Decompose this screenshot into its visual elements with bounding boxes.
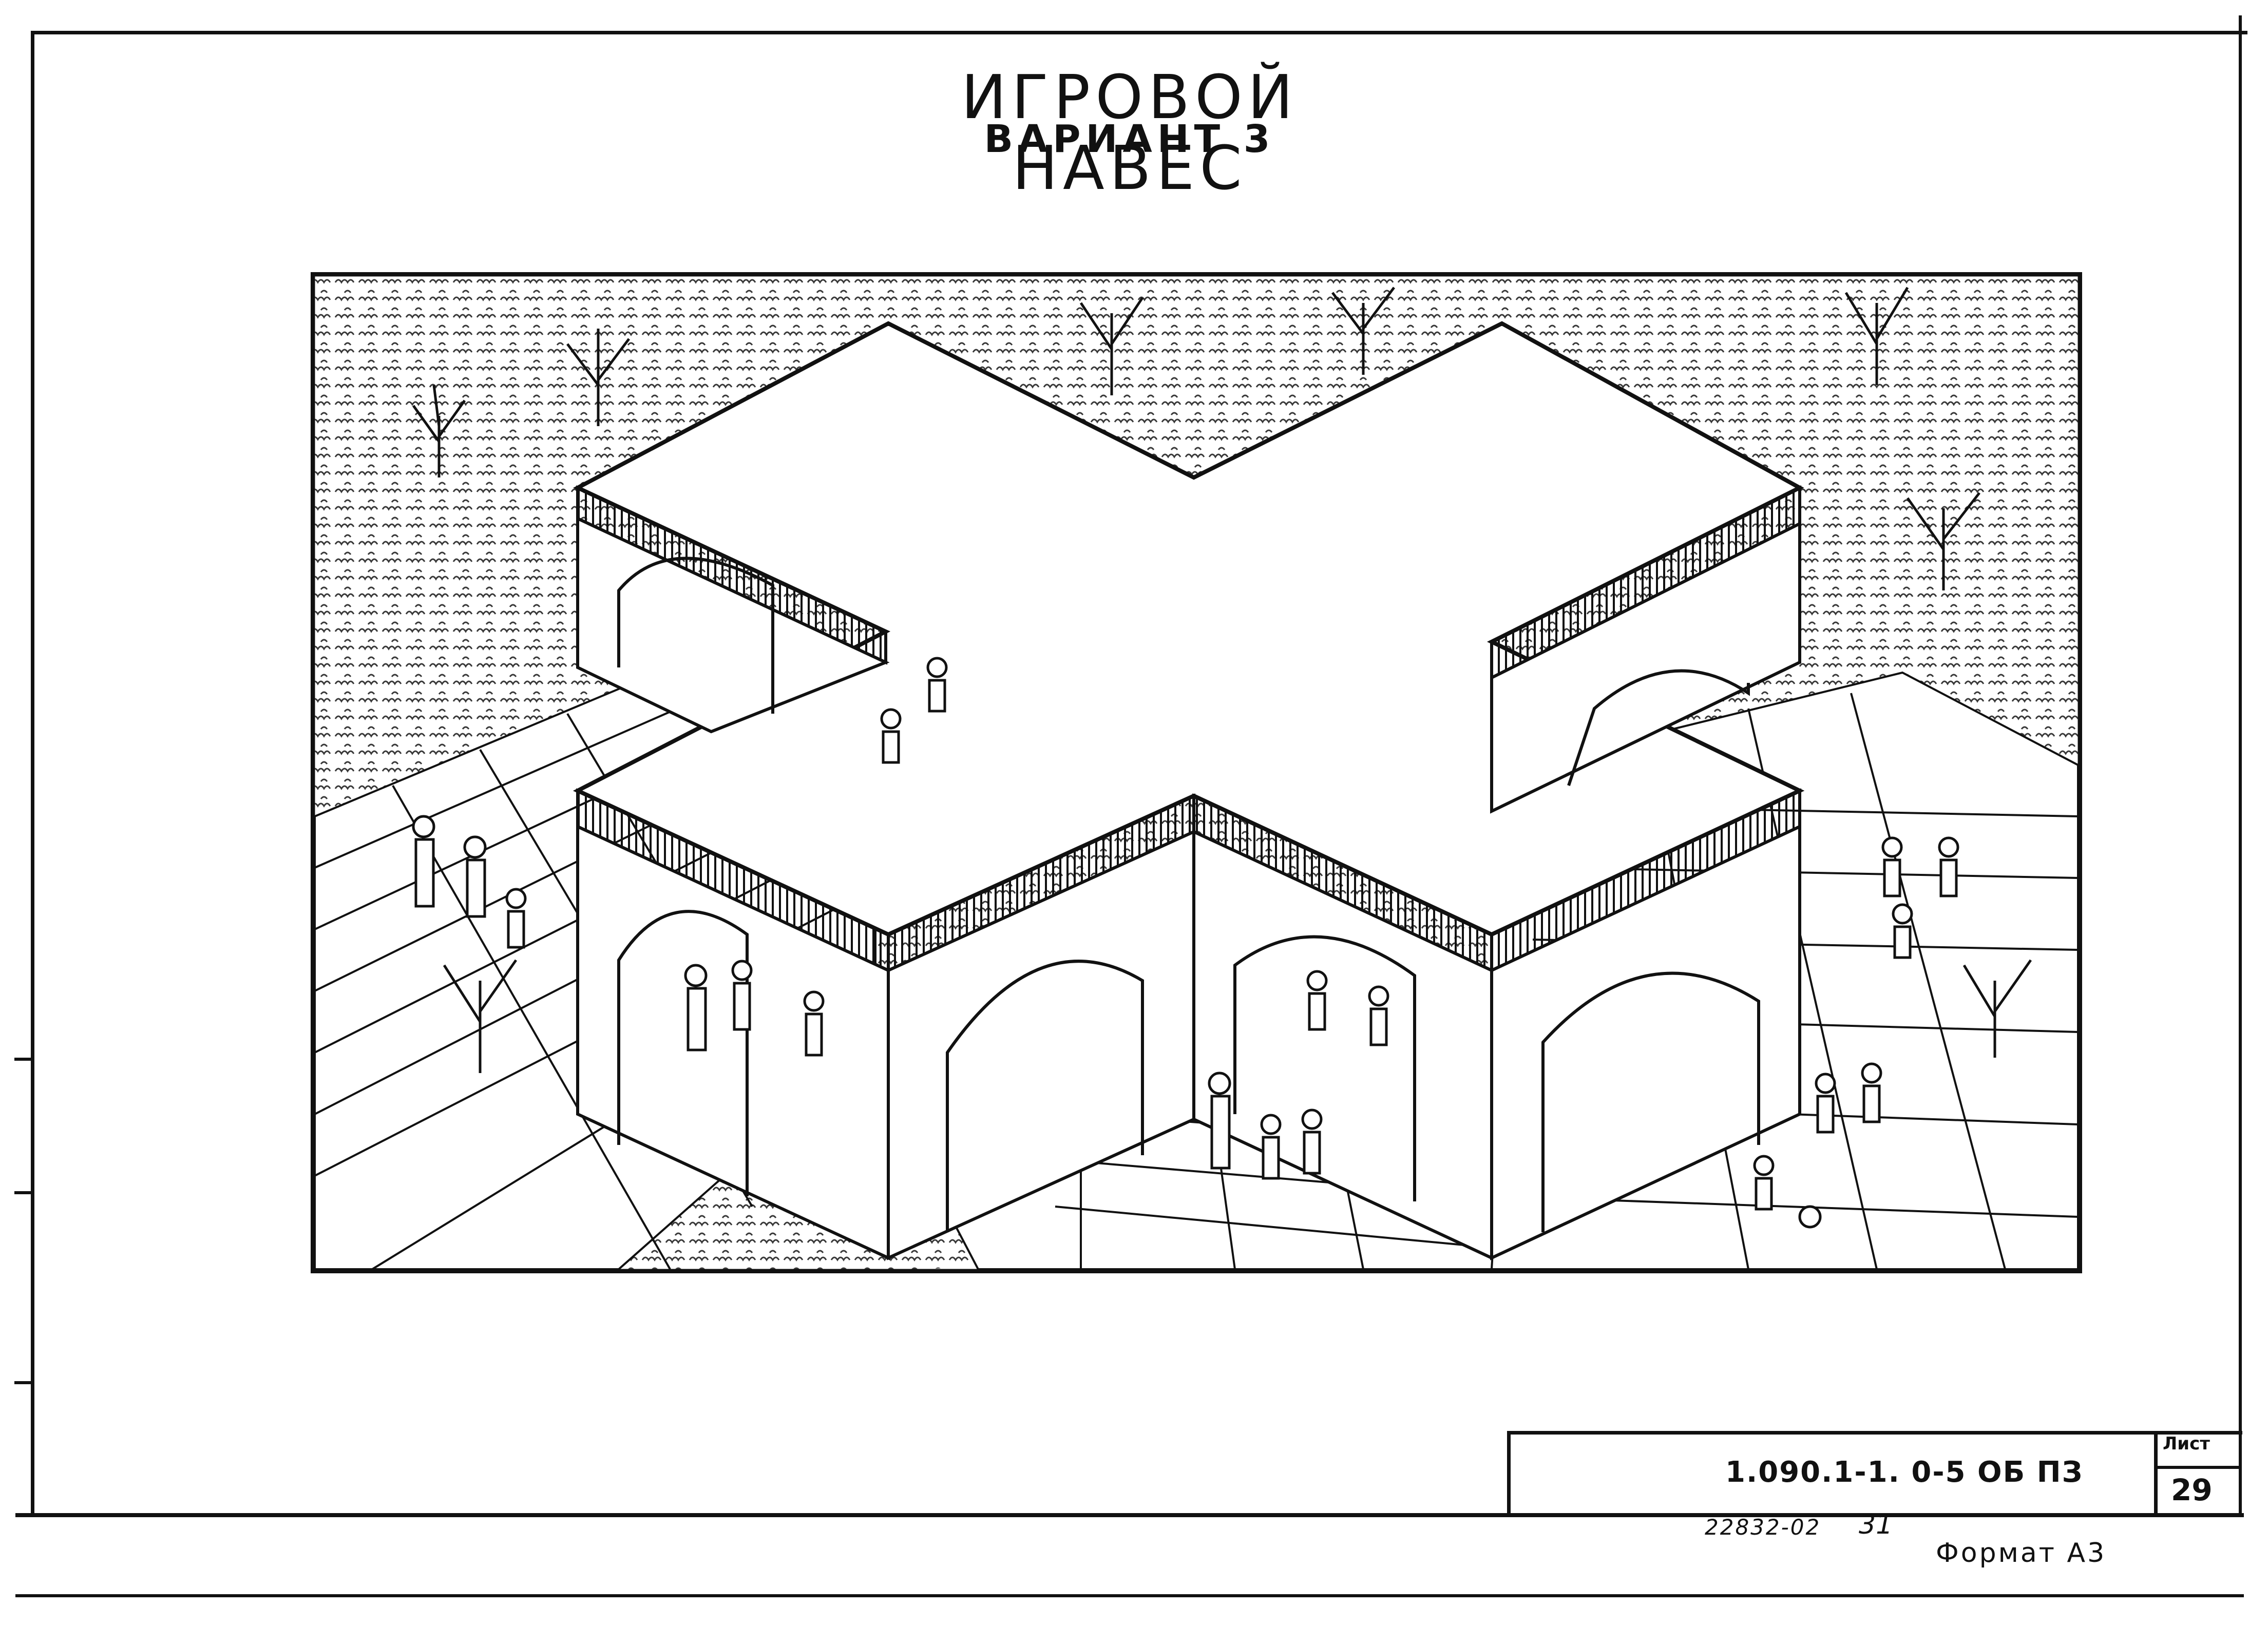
stamp-box: [1507, 1431, 2242, 1517]
page-bottom-line: [15, 1594, 2244, 1597]
sheet-frame-bottom-line: [15, 1513, 2244, 1517]
margin-tick-3: [14, 1381, 32, 1384]
archive-page: 31: [1859, 1509, 1893, 1540]
sheet-number: 29: [2171, 1473, 2213, 1507]
stamp-sheet-divider: [2154, 1466, 2241, 1469]
format-label: Формат А3: [1936, 1538, 2107, 1569]
isometric-illustration: [311, 272, 2082, 1273]
drawing-title: ИГРОВОЙ НАВЕС: [961, 62, 1299, 203]
canopy-walls: [576, 516, 1801, 1260]
sheet-label: Лист: [2163, 1433, 2210, 1454]
stamp-divider: [2154, 1431, 2158, 1513]
drawing-subtitle: ВАРИАНТ 3: [984, 117, 1275, 161]
document-code: 1.090.1-1. 0-5 ОБ ПЗ: [1725, 1456, 2084, 1489]
trees: [412, 286, 2032, 1073]
margin-tick-1: [14, 1058, 32, 1061]
people-figures: [412, 657, 1959, 1229]
sheet-frame-right-line: [2239, 15, 2242, 1517]
canopy-arches: [617, 557, 1760, 1232]
sheet-frame: [31, 31, 2247, 1513]
archive-code: 22832-02: [1705, 1515, 1821, 1540]
margin-tick-2: [14, 1191, 32, 1194]
